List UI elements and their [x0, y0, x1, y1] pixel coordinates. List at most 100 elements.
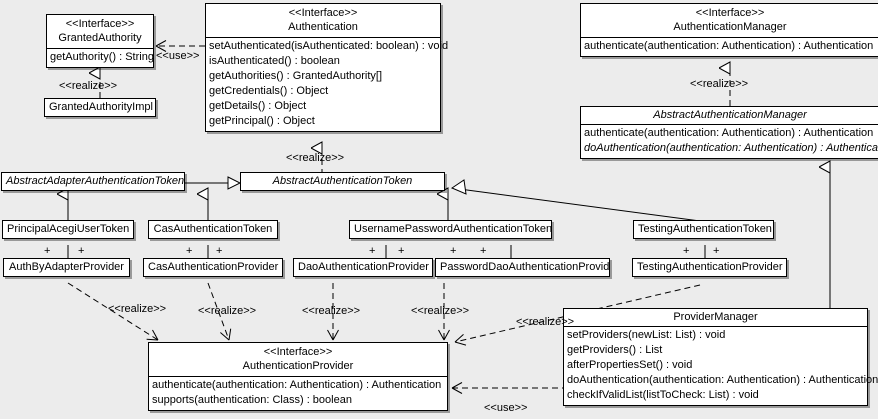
edge-generalize-abstract-adapter-token	[185, 176, 242, 190]
class-box-dao-authentication-provider[interactable]: DaoAuthenticationProvider	[293, 258, 433, 277]
class-name: CasAuthenticationProvider	[148, 261, 279, 273]
class-header: AbstractAdapterAuthenticationToken	[2, 173, 184, 190]
edge-label-realize-password-dao-provider: <<realize>>	[411, 305, 470, 317]
class-stereotype: <<Interface>>	[263, 346, 333, 358]
operation: doAuthentication(authentication: Authent…	[567, 374, 878, 386]
class-box-provider-manager[interactable]: ProviderManager setProviders(newList: Li…	[563, 308, 878, 406]
class-header: AuthByAdapterProvider	[4, 259, 129, 276]
operation: authenticate(authentication: Authenticat…	[152, 379, 442, 391]
class-name: AbstractAuthenticationManager	[653, 109, 807, 121]
operation: getCredentials() : Object	[209, 85, 329, 97]
assoc-marker-plus: +	[78, 245, 85, 257]
class-header: ProviderManager	[564, 309, 867, 326]
edge-label-use-granted-authority: <<use>>	[156, 50, 200, 62]
class-box-cas-authentication-provider[interactable]: CasAuthenticationProvider	[143, 258, 283, 277]
class-box-granted-authority-impl[interactable]: GrantedAuthorityImpl	[44, 98, 156, 117]
operation: checkIfValidList(listToCheck: List) : vo…	[567, 389, 759, 401]
assoc-marker-plus: +	[398, 245, 405, 257]
operation: getAuthorities() : GrantedAuthority[]	[209, 70, 383, 82]
class-operations: setAuthenticated(isAuthenticated: boolea…	[206, 37, 449, 131]
operation: setAuthenticated(isAuthenticated: boolea…	[209, 40, 449, 52]
class-header: PasswordDaoAuthenticationProvider	[436, 259, 609, 276]
class-header: TestingAuthenticationToken	[634, 221, 773, 238]
class-box-authentication[interactable]: <<Interface>> Authentication setAuthenti…	[205, 3, 449, 132]
class-box-principal-acegi-user-token[interactable]: PrincipalAcegiUserToken	[2, 220, 134, 239]
operation: authenticate(authentication: Authenticat…	[584, 127, 874, 139]
operation: doAuthentication(authentication: Authent…	[584, 142, 878, 154]
edge-label-realize-abstract-authentication-manager: <<realize>>	[690, 78, 749, 90]
assoc-marker-plus: +	[369, 245, 376, 257]
class-box-authentication-provider[interactable]: <<Interface>> AuthenticationProvider aut…	[148, 342, 448, 411]
class-operations: authenticate(authentication: Authenticat…	[581, 124, 878, 158]
class-header: <<Interface>> Authentication	[206, 4, 440, 37]
class-operations: setProviders(newList: List) : void getPr…	[564, 326, 878, 405]
operation: authenticate(authentication: Authenticat…	[584, 40, 874, 52]
class-name: PrincipalAcegiUserToken	[7, 223, 130, 235]
operation: isAuthenticated() : boolean	[209, 55, 340, 67]
class-name: UsernamePasswordAuthenticationToken	[354, 223, 551, 235]
class-header: CasAuthenticationProvider	[144, 259, 282, 276]
class-stereotype: <<Interface>>	[695, 7, 765, 19]
class-box-password-dao-authentication-provider[interactable]: PasswordDaoAuthenticationProvider	[435, 258, 610, 277]
class-header: <<Interface>> AuthenticationManager	[581, 4, 878, 37]
class-name: PasswordDaoAuthenticationProvider	[440, 261, 609, 273]
class-name: DaoAuthenticationProvider	[298, 261, 429, 273]
operation: getProviders() : List	[567, 344, 663, 356]
class-name: AbstractAuthenticationToken	[272, 175, 413, 187]
operation: supports(authentication: Class) : boolea…	[152, 394, 352, 406]
class-header: AbstractAuthenticationToken	[241, 173, 444, 190]
edge-generalize-testing-authentication-token	[450, 179, 701, 222]
class-box-username-password-authentication-token[interactable]: UsernamePasswordAuthenticationToken	[349, 220, 552, 239]
operation: getPrincipal() : Object	[209, 115, 315, 127]
class-box-cas-authentication-token[interactable]: CasAuthenticationToken	[148, 220, 278, 239]
class-header: AbstractAuthenticationManager	[581, 107, 878, 124]
class-name: AuthenticationProvider	[242, 360, 354, 372]
class-box-abstract-authentication-token[interactable]: AbstractAuthenticationToken	[240, 172, 445, 191]
class-box-abstract-adapter-authentication-token[interactable]: AbstractAdapterAuthenticationToken	[1, 172, 185, 191]
operation: getAuthority() : String	[50, 51, 154, 63]
edge-label-realize-dao-provider: <<realize>>	[302, 305, 361, 317]
class-header: CasAuthenticationToken	[149, 221, 277, 238]
assoc-marker-plus: +	[216, 245, 223, 257]
class-box-authentication-manager[interactable]: <<Interface>> AuthenticationManager auth…	[580, 3, 878, 57]
class-name: Authentication	[288, 21, 358, 33]
class-stereotype: <<Interface>>	[288, 7, 358, 19]
class-operations: authenticate(authentication: Authenticat…	[581, 37, 878, 56]
class-name: TestingAuthenticationProvider	[637, 261, 783, 273]
class-header: PrincipalAcegiUserToken	[3, 221, 133, 238]
class-header: <<Interface>> GrantedAuthority	[47, 15, 153, 48]
class-operations: authenticate(authentication: Authenticat…	[149, 376, 447, 410]
class-name: CasAuthenticationToken	[153, 223, 273, 235]
assoc-marker-plus: +	[186, 245, 193, 257]
class-name: AuthByAdapterProvider	[9, 261, 124, 273]
class-header: GrantedAuthorityImpl	[45, 99, 155, 116]
edge-label-realize-auth-by-adapter: <<realize>>	[108, 303, 167, 315]
edge-label-realize-abstract-authentication-token: <<realize>>	[286, 152, 345, 164]
class-box-testing-authentication-provider[interactable]: TestingAuthenticationProvider	[632, 258, 787, 277]
assoc-marker-plus: +	[44, 245, 51, 257]
class-name: AbstractAdapterAuthenticationToken	[6, 175, 184, 187]
class-name: AuthenticationManager	[673, 21, 787, 33]
class-name: GrantedAuthorityImpl	[49, 101, 153, 113]
operation: getDetails() : Object	[209, 100, 307, 112]
edge-label-realize-granted-authority-impl: <<realize>>	[59, 80, 118, 92]
class-box-abstract-authentication-manager[interactable]: AbstractAuthenticationManager authentica…	[580, 106, 878, 159]
class-header: <<Interface>> AuthenticationProvider	[149, 343, 447, 376]
class-box-testing-authentication-token[interactable]: TestingAuthenticationToken	[633, 220, 774, 239]
class-name: TestingAuthenticationToken	[638, 223, 772, 235]
operation: setProviders(newList: List) : void	[567, 329, 726, 341]
assoc-marker-plus: +	[450, 245, 457, 257]
class-header: TestingAuthenticationProvider	[633, 259, 786, 276]
class-box-granted-authority[interactable]: <<Interface>> GrantedAuthority getAuthor…	[46, 14, 154, 68]
class-operations: getAuthority() : String	[47, 48, 154, 67]
assoc-marker-plus: +	[713, 245, 720, 257]
operation: afterPropertiesSet() : void	[567, 359, 693, 371]
class-name: ProviderManager	[673, 311, 758, 323]
class-stereotype: <<Interface>>	[65, 18, 135, 30]
edge-label-use-provider-manager: <<use>>	[484, 402, 528, 414]
class-name: GrantedAuthority	[58, 32, 142, 44]
class-box-auth-by-adapter-provider[interactable]: AuthByAdapterProvider	[3, 258, 130, 277]
assoc-marker-plus: +	[683, 245, 690, 257]
class-header: DaoAuthenticationProvider	[294, 259, 432, 276]
